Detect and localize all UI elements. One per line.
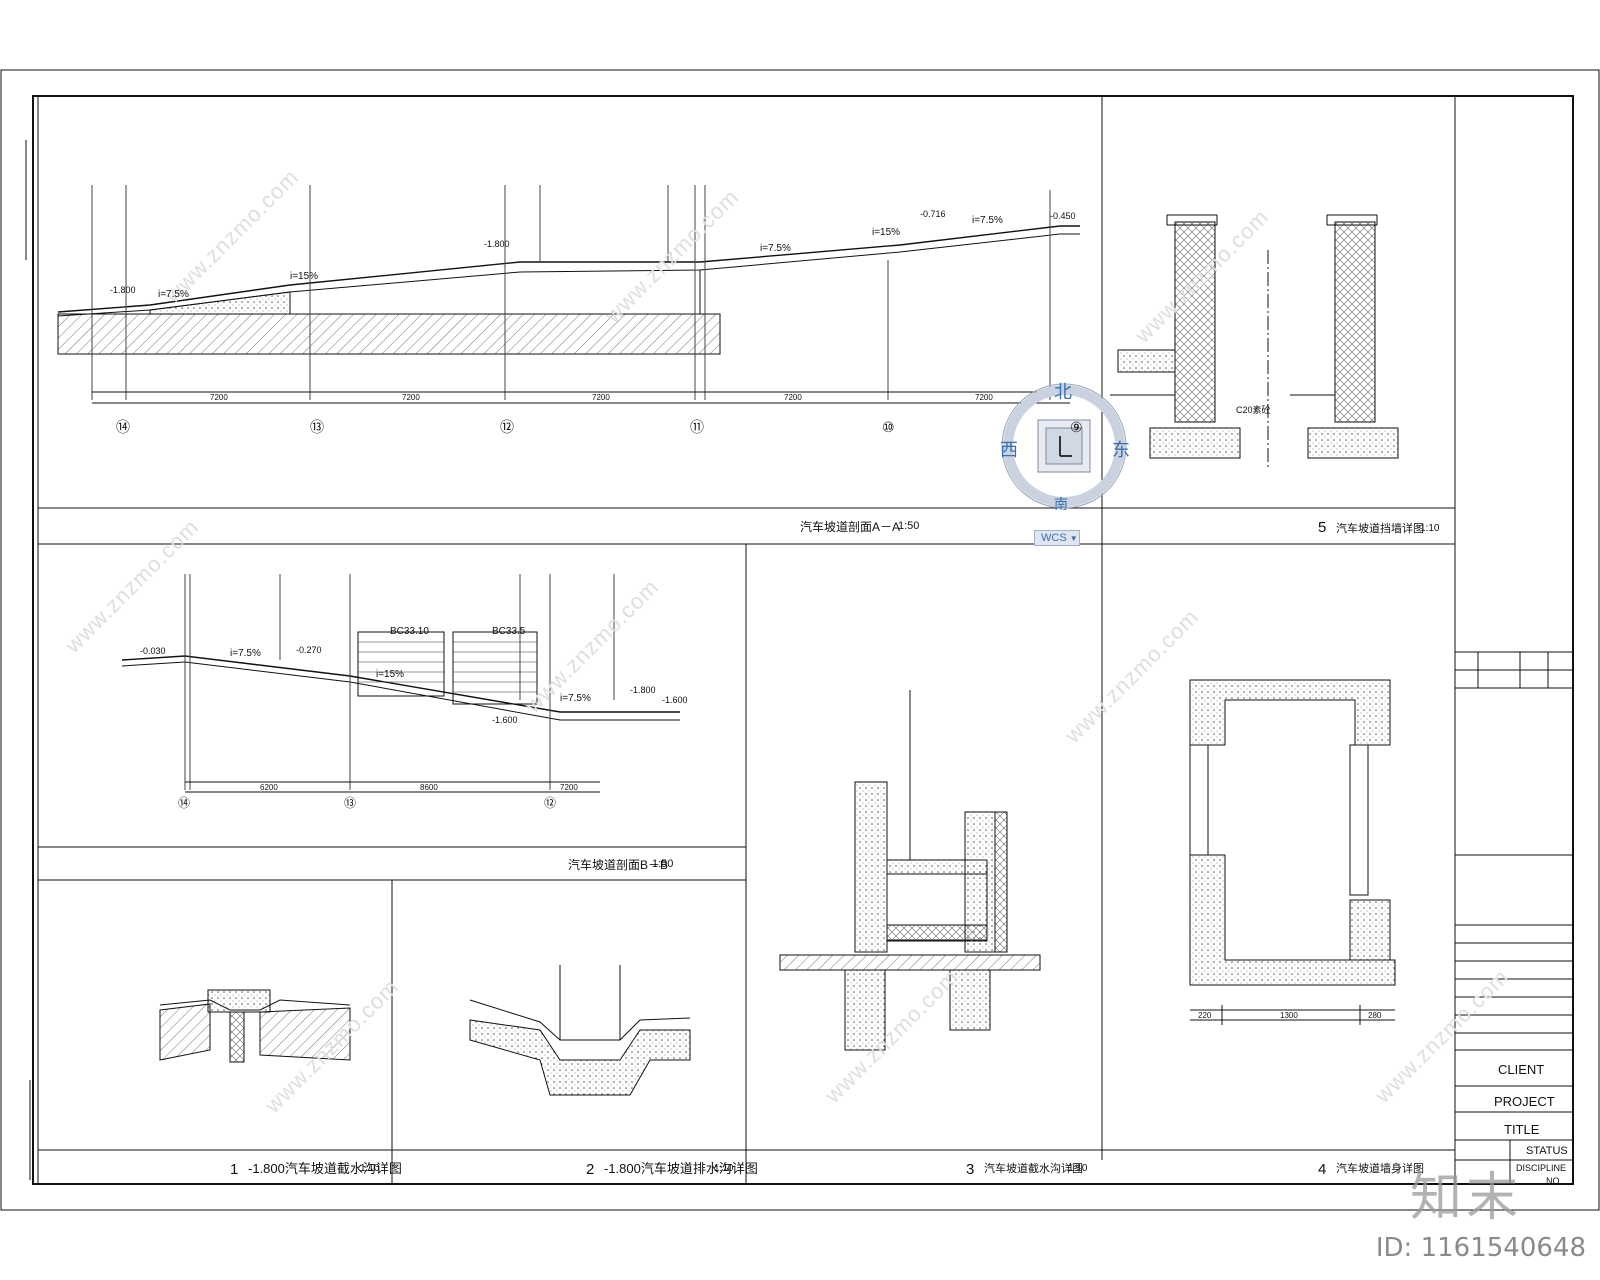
client-label: CLIENT: [1498, 1062, 1545, 1077]
level-label: -0.270: [296, 645, 322, 655]
dimension: 7200: [975, 393, 993, 402]
level-label: -1.600: [492, 715, 518, 725]
compass-widget: [1001, 383, 1127, 509]
title-label: TITLE: [1504, 1122, 1540, 1137]
compass-west[interactable]: 西: [1000, 440, 1018, 461]
compass-north[interactable]: 北: [1054, 382, 1072, 403]
title-block: [1455, 651, 1573, 1184]
slope-label: i=7.5%: [760, 243, 791, 254]
panel-bc335: [452, 631, 538, 705]
detail-2-number: 2: [586, 1161, 595, 1178]
dimension: 7200: [402, 393, 420, 402]
panel-label: BC33.10: [390, 626, 429, 637]
section-bb-scale: 1:50: [652, 858, 674, 870]
brand-logo: 知末: [1410, 1168, 1523, 1228]
axis-bubble: ⑬: [310, 419, 324, 435]
dimension: 8600: [420, 783, 438, 792]
detail-2-title: -1.800汽车坡道排水沟详图: [604, 1161, 758, 1176]
detail-1-scale: 1:10: [360, 1163, 380, 1174]
detail-1-title: -1.800汽车坡道截水沟详图: [248, 1161, 402, 1176]
dimension: 7200: [210, 393, 228, 402]
dimension: 1300: [1280, 1011, 1298, 1020]
wcs-dropdown[interactable]: WCS ▼: [1034, 530, 1080, 546]
axis-bubble: ⑩: [882, 419, 895, 435]
detail-4-number: 4: [1318, 1161, 1327, 1178]
image-id: ID: 1161540648: [1375, 1233, 1586, 1263]
detail-3-number: 3: [966, 1161, 975, 1178]
level-label: -1.800: [630, 685, 656, 695]
panel-bc3310: [357, 631, 445, 697]
section-aa-scale: 1:50: [898, 520, 920, 532]
material-note: C20素砼: [1236, 405, 1271, 415]
section-aa-drawing: [57, 185, 1080, 404]
slope-label: i=15%: [290, 271, 319, 282]
status-label: STATUS: [1526, 1145, 1568, 1157]
slope-label: i=15%: [376, 669, 405, 680]
number-label: NO.: [1546, 1176, 1563, 1186]
discipline-label: DISCIPLINE: [1516, 1163, 1567, 1173]
detail-3-scale: 1:10: [1068, 1163, 1088, 1174]
compass-south[interactable]: 南: [1054, 497, 1068, 513]
level-label: -0.030: [140, 646, 166, 656]
compass-east[interactable]: 东: [1112, 440, 1130, 461]
level-label: -0.450: [1050, 211, 1076, 221]
level-label: -1.800: [484, 239, 510, 249]
axis-bubble: ⑨: [1070, 419, 1083, 435]
detail-2-drawing: [469, 965, 691, 1096]
dimension: 6200: [260, 783, 278, 792]
slope-label: i=15%: [872, 227, 901, 238]
dimension: 7200: [592, 393, 610, 402]
dimension: 280: [1368, 1011, 1382, 1020]
detail-3-title: 汽车坡道截水沟详图: [984, 1163, 1083, 1175]
detail-5-title: 汽车坡道挡墙详图: [1336, 523, 1424, 535]
axis-bubble: ⑭: [178, 796, 191, 810]
section-bb-drawing: [121, 574, 680, 793]
level-label: -0.716: [920, 209, 946, 219]
dimension: 7200: [560, 783, 578, 792]
detail-1-number: 1: [230, 1161, 239, 1178]
slope-label: i=7.5%: [158, 289, 189, 300]
section-bb-title: 汽车坡道剖面B－B: [568, 858, 669, 872]
slope-label: i=7.5%: [972, 215, 1003, 226]
section-aa-title: 汽车坡道剖面A－A: [800, 520, 901, 534]
axis-bubble: ⑫: [544, 796, 557, 810]
detail-5-number: 5: [1318, 519, 1327, 536]
detail-1-drawing: [159, 989, 351, 1063]
slope-label: i=7.5%: [560, 693, 591, 704]
wcs-label: WCS: [1041, 532, 1067, 544]
panel-label: BC33.5: [492, 626, 526, 637]
dimension: 7200: [784, 393, 802, 402]
slope-label: i=7.5%: [230, 648, 261, 659]
axis-bubble: ⑭: [116, 419, 130, 435]
detail-4-title: 汽车坡道墙身详图: [1336, 1163, 1424, 1175]
dimension: 220: [1198, 1011, 1212, 1020]
detail-5-scale: 1:10: [1420, 523, 1440, 534]
axis-bubble: ⑬: [344, 796, 357, 810]
project-label: PROJECT: [1494, 1094, 1555, 1109]
axis-bubble: ⑪: [690, 419, 704, 435]
axis-bubble: ⑫: [500, 419, 514, 435]
detail-4-drawing: [1189, 679, 1396, 1025]
chevron-down-icon: ▼: [1069, 534, 1078, 543]
detail-2-scale: 1:10: [714, 1163, 734, 1174]
detail-3-drawing: [779, 690, 1041, 1051]
level-label: -1.600: [662, 695, 688, 705]
outer-frame: [0, 69, 1600, 1211]
detail-5-drawing: [1110, 214, 1399, 470]
level-label: -1.800: [110, 285, 136, 295]
